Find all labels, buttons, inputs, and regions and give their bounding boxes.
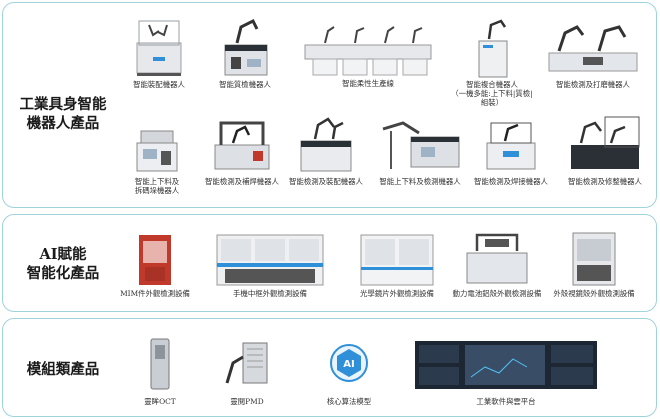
product-card[interactable]: 靈眸OCT: [144, 337, 176, 411]
product-label: 工業軟件與雲平台: [476, 397, 536, 406]
product-card[interactable]: 智能檢測及焊接機器人: [474, 115, 548, 187]
battery-case-inspection-machine-image: [466, 233, 528, 284]
lens-housing-inspection-machine-image: [572, 232, 616, 286]
product-label: 智能柔性生產線: [342, 79, 394, 88]
product-card[interactable]: 工業軟件與雲平台: [415, 341, 597, 411]
mim-inspection-machine-image: [139, 235, 171, 285]
section-title: AI賦能 智能化產品: [26, 246, 100, 282]
product-card[interactable]: 靈閱PMD: [223, 339, 271, 411]
optical-lens-inspection-machine-image: [360, 234, 434, 286]
assembly-inspection-robot-image: [300, 117, 352, 172]
product-label: 靈閱PMD: [230, 397, 264, 406]
trimming-robot-image: [571, 116, 640, 169]
grinding-robot-image: [548, 25, 638, 72]
product-label: 動力電池鋁殼外觀檢測設備: [452, 289, 542, 298]
product-card[interactable]: 智能質檢機器人: [217, 15, 273, 89]
oct-sensor-icon: [150, 338, 170, 390]
product-label: 核心算法模型: [326, 397, 372, 406]
product-label: 手機中框外觀檢測設備: [233, 289, 307, 298]
product-card[interactable]: AI 核心算法模型: [327, 341, 371, 411]
ai-model-icon: AI: [330, 344, 368, 382]
product-card[interactable]: 動力電池鋁殼外觀檢測設備: [453, 229, 541, 305]
industrial-robot-section: 工業具身智能 機器人產品 智能裝配機器人 智能質檢機器人: [2, 2, 657, 208]
welding-repair-robot-image: [214, 121, 270, 170]
product-label: 靈眸OCT: [144, 397, 176, 406]
product-label: 智能複合機器人 （一機多能:上下料|質檢|組裝）: [451, 80, 533, 107]
product-label: 智能檢測及修整機器人: [568, 177, 642, 186]
ai-enabled-products-section: AI賦能 智能化產品 MIM件外觀檢測設備 手機中框外觀檢測設備 光學鏡片外觀檢…: [2, 214, 657, 312]
product-card[interactable]: 光學鏡片外觀檢測設備: [357, 229, 437, 305]
product-card[interactable]: 外殼視鏡殼外觀檢測設備: [553, 229, 635, 305]
phone-frame-inspection-machine-image: [216, 234, 324, 286]
product-card[interactable]: 智能上下料及檢測機器人: [377, 115, 463, 187]
product-label: 光學鏡片外觀檢測設備: [360, 289, 434, 298]
product-label: 智能裝配機器人: [133, 80, 185, 89]
product-card[interactable]: 智能柔性生產線: [303, 17, 433, 88]
cloud-platform-screen-icon: [415, 341, 597, 389]
palletizing-robot-image: [136, 130, 178, 172]
svg-text:AI: AI: [343, 359, 354, 370]
section-title: 模組類產品: [26, 361, 100, 378]
pmd-module-icon: [225, 342, 268, 384]
welding-robot-image: [486, 122, 536, 170]
product-label: 智能檢測及打磨機器人: [556, 80, 630, 89]
product-label: 智能質檢機器人: [219, 80, 271, 89]
flexible-production-line-image: [304, 26, 432, 76]
product-card[interactable]: 智能複合機器人 （一機多能:上下料|質檢|組裝）: [451, 17, 533, 107]
section-title: 工業具身智能 機器人產品: [19, 96, 107, 132]
product-label: 智能檢測及補焊機器人: [205, 177, 279, 186]
product-label: 智能上下料及檢測機器人: [379, 177, 461, 186]
inspection-robot-image: [224, 18, 268, 76]
product-label: MIM件外觀檢測設備: [120, 289, 190, 298]
product-card[interactable]: 智能檢測及裝配機器人: [289, 115, 363, 187]
product-card[interactable]: 智能檢測及補焊機器人: [205, 115, 279, 187]
product-label: 智能檢測及焊接機器人: [474, 177, 548, 186]
loading-inspection-robot-image: [382, 121, 460, 169]
product-label: 智能檢測及裝配機器人: [289, 177, 363, 186]
composite-robot-image: [478, 19, 508, 78]
product-card[interactable]: 智能上下料及 拆碼垛機器人: [131, 125, 183, 197]
product-card[interactable]: 智能裝配機器人: [131, 13, 187, 89]
product-card[interactable]: 智能檢測及打磨機器人: [543, 17, 643, 89]
product-label: 智能上下料及 拆碼垛機器人: [134, 177, 180, 195]
product-label: 外殼視鏡殼外觀檢測設備: [553, 289, 635, 298]
module-products-section: 模組類產品 靈眸OCT 靈閱PMD AI 核心算法模型: [2, 318, 657, 417]
product-card[interactable]: 智能檢測及修整機器人: [565, 111, 645, 187]
assembly-robot-image: [136, 20, 182, 76]
product-card[interactable]: MIM件外觀檢測設備: [120, 233, 190, 305]
product-card[interactable]: 手機中框外觀檢測設備: [215, 229, 325, 305]
